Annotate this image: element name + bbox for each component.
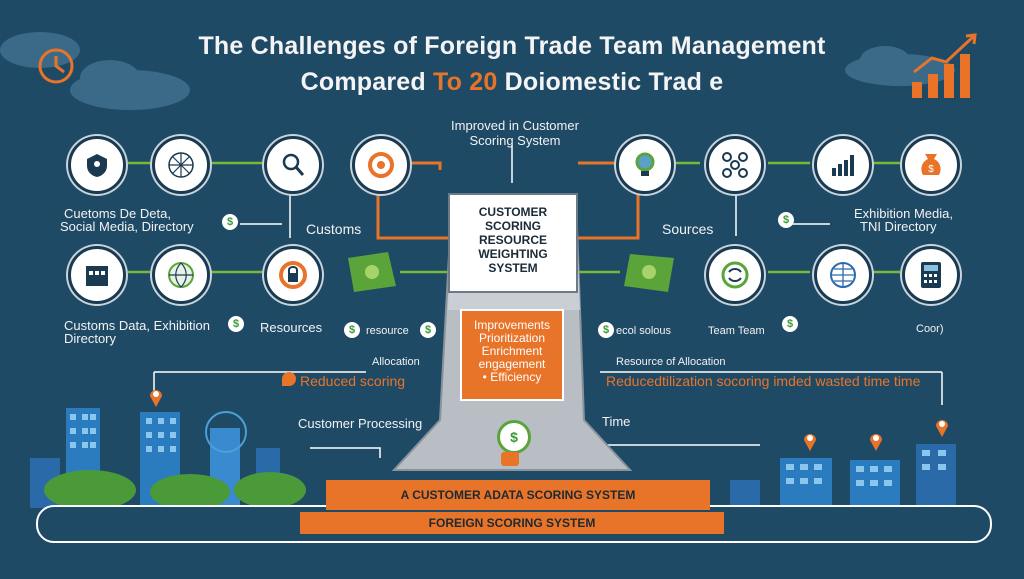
buildings-icon xyxy=(730,444,956,510)
label-customs: Customs xyxy=(306,221,362,237)
label-allocation-left: Allocation xyxy=(372,356,420,368)
foundation-label: FOREIGN SCORING SYSTEM xyxy=(300,512,724,534)
label-sources: Sources xyxy=(662,221,714,237)
improve-line1: Improvements xyxy=(473,318,551,332)
center-system-box: CUSTOMER SCORING RESOURCE WEIGHTING SYST… xyxy=(448,193,578,293)
label-time: Time xyxy=(602,414,631,429)
subtitle-post: Doiomestic Trad e xyxy=(497,68,724,96)
pin-icon xyxy=(501,452,519,466)
base-platform-label: A CUSTOMER ADATA SCORING SYSTEM xyxy=(326,480,710,510)
center-line5: SYSTEM xyxy=(488,261,538,275)
dollar-bag-icon: $ xyxy=(902,136,960,194)
label-directory: Directory xyxy=(64,331,117,346)
money-icon xyxy=(624,254,674,292)
target-icon xyxy=(352,136,410,194)
dollar-icon: $ xyxy=(420,322,436,338)
cloud-icon xyxy=(0,32,190,110)
globe-icon xyxy=(152,246,210,304)
location-pin-icon xyxy=(282,372,296,386)
subtitle-pre: Compared xyxy=(300,68,434,96)
label-coor: Coor) xyxy=(916,323,944,335)
growth-chart-icon xyxy=(912,33,977,98)
label-team-team: Team Team xyxy=(708,325,765,337)
label-customs-data-exhibition: Customs Data, Exhibition xyxy=(64,318,210,333)
label-social-media: Social Media, Directory xyxy=(60,219,194,234)
label-resources: Resources xyxy=(260,320,323,335)
location-pin-icon xyxy=(936,420,948,437)
improve-line4: engagement xyxy=(478,357,546,371)
label-allocation-right: Resource of Allocation xyxy=(616,356,726,368)
location-pin-icon xyxy=(150,390,162,407)
page-subtitle: Compared To 20 Doiomestic Trad e xyxy=(0,68,1024,97)
network-icon xyxy=(152,136,210,194)
label-reduced-scoring: Reduced scoring xyxy=(300,373,406,389)
improve-line5: • Efficiency xyxy=(482,370,542,384)
dollar-icon: $ xyxy=(222,214,238,230)
bulb-icon xyxy=(616,136,674,194)
label-improved: Improved in Customer xyxy=(451,118,579,133)
location-pin-icon xyxy=(804,434,816,451)
dollar-badge-icon: $ xyxy=(497,420,531,454)
lock-icon xyxy=(264,246,322,304)
improvements-box: Improvements Prioritization Enrichment e… xyxy=(460,309,564,401)
buildings-icon xyxy=(30,408,306,508)
page-title: The Challenges of Foreign Trade Team Man… xyxy=(198,32,826,60)
money-icon xyxy=(348,252,396,292)
label-reduced-right: Reducedtilization socoring imded wasted … xyxy=(606,373,921,389)
dollar-icon: $ xyxy=(598,322,614,338)
dollar-icon: $ xyxy=(778,212,794,228)
center-line3: RESOURCE xyxy=(478,233,547,247)
nodes-icon xyxy=(706,136,764,194)
label-ecol-solous: ecol solous xyxy=(616,325,672,337)
label-scoring-system: Scoring System xyxy=(469,133,561,148)
calendar-icon xyxy=(68,246,126,304)
improve-line2: Prioritization xyxy=(478,331,546,345)
dollar-icon: $ xyxy=(782,316,798,332)
svg-text:$: $ xyxy=(928,164,934,175)
center-line1: CUSTOMER xyxy=(478,205,548,219)
location-pin-icon xyxy=(870,434,882,451)
bar-chart-icon xyxy=(814,136,872,194)
label-exhibition-media: Exhibition Media, xyxy=(854,206,953,221)
center-line4: WEIGHTING xyxy=(478,247,548,261)
label-tni-directory: TNI Directory xyxy=(860,219,937,234)
dollar-icon: $ xyxy=(228,316,244,332)
calculator-icon xyxy=(902,246,960,304)
improve-line3: Enrichment xyxy=(481,344,543,358)
lock-icon xyxy=(68,136,126,194)
globe-icon xyxy=(706,246,764,304)
label-customs-de-data: Cuetoms De Deta, xyxy=(64,206,171,221)
subtitle-highlight: To 20 xyxy=(433,68,498,96)
label-customer-processing: Customer Processing xyxy=(298,416,423,431)
label-resource: resource xyxy=(366,325,409,337)
clock-icon xyxy=(38,48,74,84)
center-line2: SCORING xyxy=(484,219,541,233)
globe-icon xyxy=(814,246,872,304)
dollar-icon: $ xyxy=(344,322,360,338)
magnifier-icon xyxy=(264,136,322,194)
